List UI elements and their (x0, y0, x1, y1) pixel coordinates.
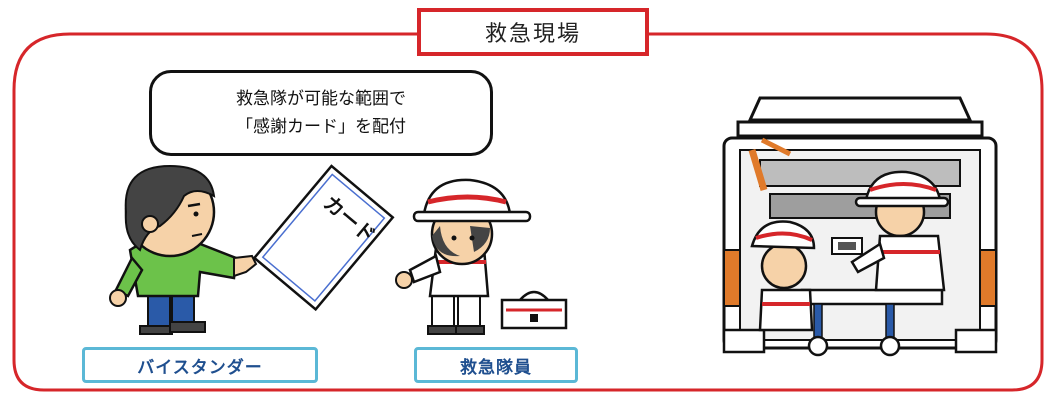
scene-frame (12, 32, 1044, 392)
speech-bubble-line-1: 救急隊が可能な範囲で (236, 89, 406, 109)
scene-title: 救急現場 (417, 8, 649, 56)
first-aid-bag (500, 290, 568, 330)
thank-you-card (252, 164, 395, 312)
speech-bubble-line-2: 「感謝カード」を配付 (236, 117, 406, 137)
bystander-label: バイスタンダー (82, 347, 318, 383)
ambulance-illustration (722, 96, 998, 357)
ems-member-label: 救急隊員 (414, 347, 578, 383)
speech-bubble: 救急隊が可能な範囲で 「感謝カード」を配付 (149, 70, 493, 156)
bystander-figure (109, 164, 258, 335)
ems-member-figure (395, 178, 532, 335)
